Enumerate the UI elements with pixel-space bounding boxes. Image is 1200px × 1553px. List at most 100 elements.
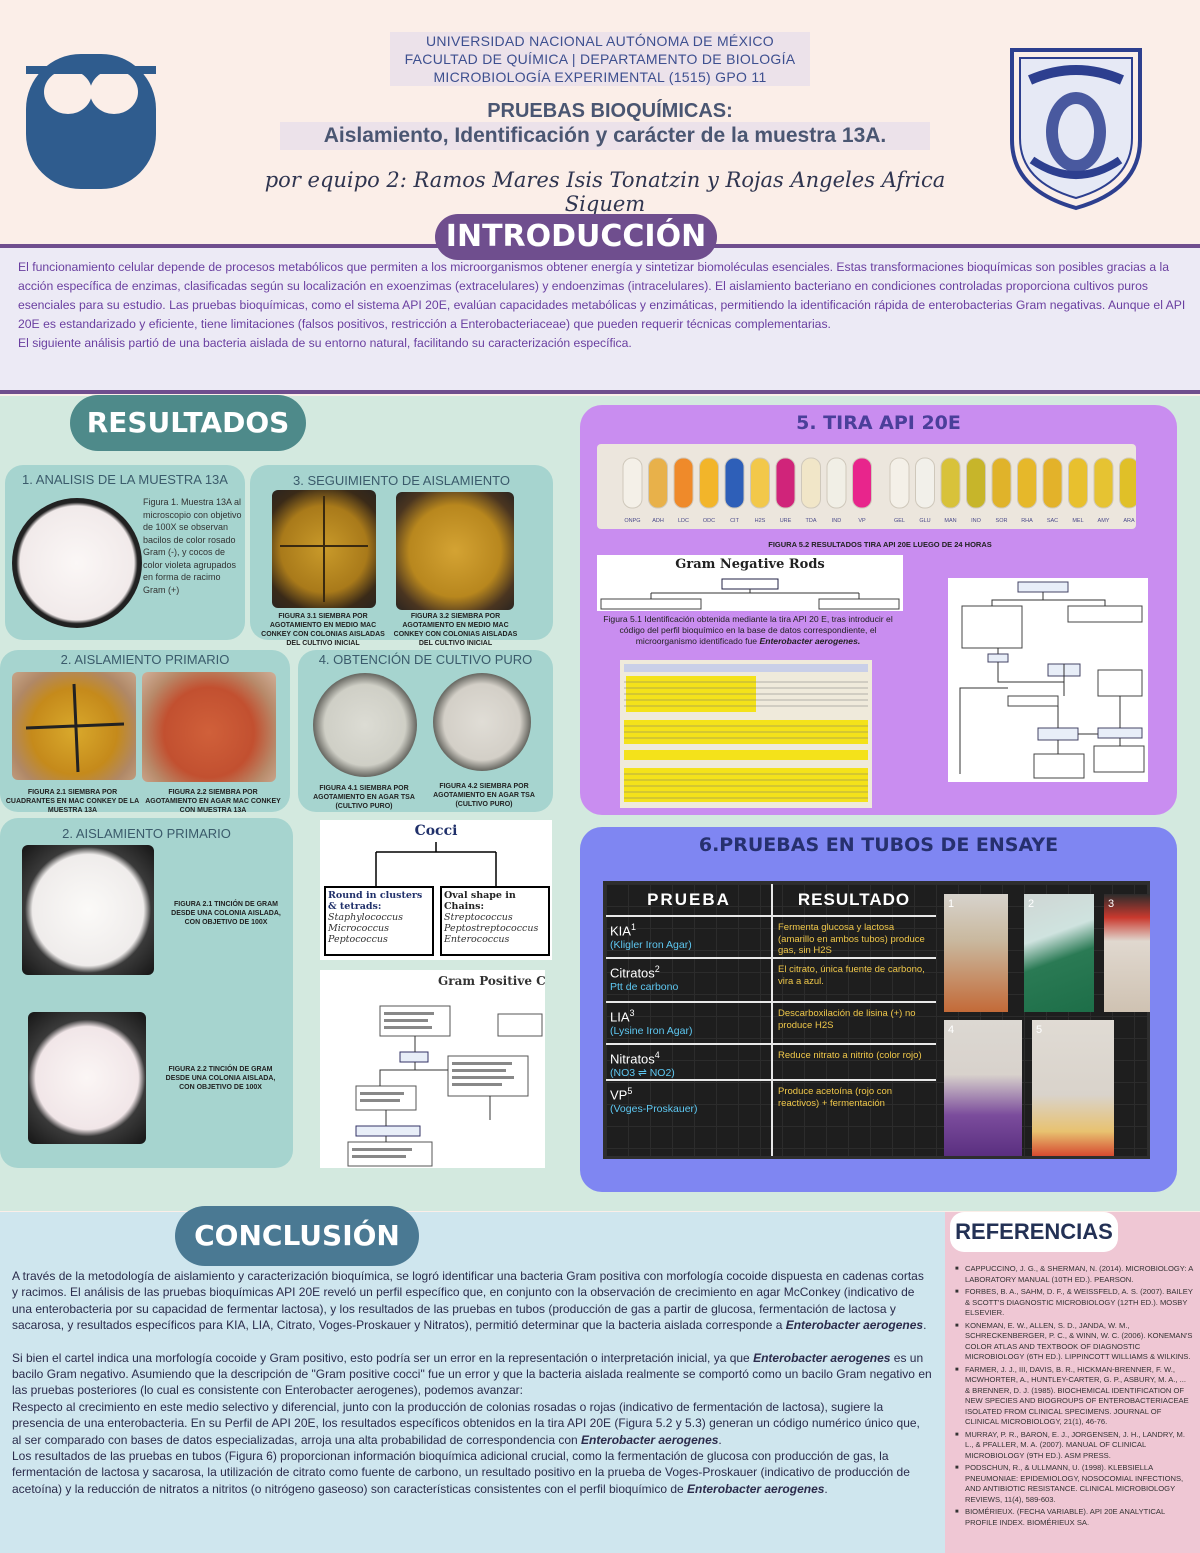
- api-cupule-label: SOR: [996, 518, 1008, 524]
- reference-item: FORBES, B. A., SAHM, D. F., & WEISSFELD,…: [955, 1287, 1193, 1319]
- figure-3-2-caption: FIGURA 3.2 SIEMBRA POR AGOTAMIENTO EN ME…: [393, 613, 518, 647]
- gram-negative-flowchart: Gram Negative Rods: [597, 555, 903, 611]
- tube-number-2: 2: [1028, 898, 1035, 910]
- reference-item: KONEMAN, E. W., ALLEN, S. D., JANDA, W. …: [955, 1321, 1193, 1363]
- conclusion-organism: Enterobacter aerogenes: [785, 1318, 924, 1333]
- test-name-cell: LIA3(Lysine Iron Agar): [610, 1006, 770, 1039]
- test-subtitle: (Lysine Iron Agar): [610, 1025, 693, 1038]
- reference-item: CAPPUCCINO, J. G., & SHERMAN, N. (2014).…: [955, 1264, 1193, 1285]
- tests-column-result: RESULTADO: [797, 890, 911, 909]
- conclusion-p3: Respecto al crecimiento en este medio se…: [12, 1399, 920, 1447]
- panel-isolation-followup-title: 3. SEGUIMIENTO DE AISLAMIENTO: [293, 473, 510, 488]
- petri-photo-2-2: [142, 672, 276, 782]
- cocci-round-box: Round in clusters & tetrads: Staphylococ…: [324, 886, 434, 956]
- api-cupule-label: AMY: [1098, 518, 1110, 524]
- conclusion-p4: Los resultados de las pruebas en tubos (…: [12, 1449, 910, 1496]
- test-number: 3: [629, 1008, 635, 1018]
- intro-paragraph-2: El siguiente análisis partió de una bact…: [18, 336, 632, 350]
- conclusion-heading: CONCLUSIÓN: [175, 1206, 419, 1266]
- api-cupule-label: ODC: [703, 518, 715, 524]
- tube-photo-lia: 3: [1104, 894, 1150, 1012]
- test-result: Reduce nitrato a nitrito (color rojo): [778, 1050, 922, 1061]
- panel-sample-analysis-title: 1. ANALISIS DE LA MUESTRA 13A: [22, 472, 228, 487]
- api-cupule-label: IND: [832, 518, 842, 524]
- api-cupule: [724, 457, 745, 509]
- api-cupule: [699, 457, 719, 509]
- test-name-cell: VP5 (Voges-Proskauer): [610, 1084, 770, 1117]
- api-cupule: [622, 457, 643, 509]
- api-cupule-label: ADH: [652, 518, 664, 524]
- api-cupule-label: URE: [780, 518, 792, 524]
- identification-flow-lines: [959, 581, 1145, 779]
- api-results-table-image: [620, 660, 872, 808]
- figure-4-1-caption: FIGURA 4.1 SIEMBRA POR AGOTAMIENTO EN AG…: [313, 785, 415, 810]
- cocci-round-item: Peptococcus: [328, 934, 388, 945]
- api-cupule: [991, 457, 1012, 509]
- cocci-oval-box: Oval shape in Chains: Streptococcus Pept…: [440, 886, 550, 956]
- cocci-round-heading: Round in clusters & tetrads:: [328, 890, 423, 912]
- tests-column-test: PRUEBA: [647, 890, 731, 909]
- conclusion-text: A través de la metodología de aislamient…: [12, 1269, 932, 1496]
- api-cupule: [826, 457, 847, 509]
- figure-5-1-organism: Enterobacter aerogenes.: [759, 636, 861, 646]
- api-cupule: [801, 457, 821, 509]
- reference-item: PODSCHUN, R., & ULLMANN, U. (1998). KLEB…: [955, 1463, 1193, 1505]
- petri-photo-4-2: [433, 673, 531, 771]
- university-name: UNIVERSIDAD NACIONAL AUTÓNOMA DE MÉXICO: [390, 32, 810, 50]
- api-cupule: [673, 457, 694, 509]
- test-result: El citrato, única fuente de carbono, vir…: [778, 964, 925, 987]
- figure-gram-2-caption: FIGURA 2.2 TINCIÓN DE GRAM DESDE UNA COL…: [165, 1066, 276, 1091]
- conclusion-organism: Enterobacter aerogenes: [687, 1481, 825, 1496]
- test-subtitle: (NO3 ⇌ NO2): [610, 1067, 675, 1080]
- test-result: Descarboxilación de lisina (+) no produc…: [778, 1008, 916, 1031]
- api-cupule: [966, 457, 986, 509]
- api-cupule: [1093, 457, 1114, 509]
- intro-text: El funcionamiento celular depende de pro…: [18, 258, 1193, 353]
- figure-5-2-caption: FIGURA 5.2 RESULTADOS TIRA API 20E LUEGO…: [768, 540, 992, 549]
- reference-item: FARMER, J. J., III, DAVIS, B. R., HICKMA…: [955, 1365, 1193, 1428]
- identification-flowchart: [948, 578, 1148, 782]
- gram-positive-flowchart: Gram Positive Co: [320, 970, 545, 1168]
- tube-number-3: 3: [1108, 898, 1115, 910]
- api-cupule-label: GLU: [919, 518, 930, 524]
- api-cupule: [1017, 457, 1037, 509]
- test-result: Fermenta glucosa y lactosa (amarillo en …: [778, 922, 925, 956]
- gram-positive-title: Gram Positive Co: [438, 974, 545, 988]
- cocci-diagram: Cocci Round in clusters & tetrads: Staph…: [320, 820, 552, 960]
- test-name: VP: [610, 1087, 628, 1103]
- panel-gram-stain-title: 2. AISLAMIENTO PRIMARIO: [62, 826, 231, 841]
- cocci-oval-item: Enterococcus: [444, 934, 510, 945]
- test-subtitle: (Voges-Proskauer): [610, 1103, 698, 1116]
- poster-subtitle: Aislamiento, Identificación y carácter d…: [280, 122, 930, 150]
- test-result: Produce acetoína (rojo con reactivos) + …: [778, 1086, 893, 1109]
- api-cupule-label: SAC: [1047, 518, 1058, 524]
- api-cupule: [1042, 457, 1063, 509]
- api-cupule-label: VP: [858, 518, 866, 524]
- api-cupule: [1068, 457, 1088, 509]
- references-heading: REFERENCIAS: [950, 1212, 1118, 1252]
- tube-number-5: 5: [1036, 1024, 1043, 1036]
- tube-photo-kia: 1: [944, 894, 1008, 1012]
- test-number: 2: [654, 964, 660, 974]
- results-heading: RESULTADOS: [70, 395, 306, 451]
- test-number: 1: [630, 922, 636, 932]
- conclusion-organism: Enterobacter aerogenes: [581, 1432, 719, 1447]
- api-cupule-label: INO: [971, 518, 982, 524]
- api-cupule: [1119, 457, 1139, 509]
- intro-heading: INTRODUCCIÓN: [435, 214, 717, 260]
- intro-section: [0, 244, 1200, 394]
- tests-table: PRUEBA RESULTADO KIA1(Kligler Iron Agar)…: [606, 884, 936, 1156]
- conclusion-section: [0, 1212, 945, 1553]
- faculty-name: FACULTAD DE QUÍMICA | DEPARTAMENTO DE BI…: [390, 50, 810, 68]
- intro-paragraph-1: El funcionamiento celular depende de pro…: [18, 260, 1186, 331]
- tube-number-4: 4: [948, 1024, 955, 1036]
- petri-photo-4-1: [313, 673, 417, 777]
- api-cupule: [940, 457, 961, 509]
- cocci-oval-item: Streptococcus: [444, 912, 513, 923]
- test-number: 5: [627, 1086, 633, 1096]
- figure-2-1-caption: FIGURA 2.1 SIEMBRA POR CUADRANTES EN MAC…: [5, 789, 140, 814]
- tests-heading: 6.PRUEBAS EN TUBOS DE ENSAYE: [698, 834, 1059, 856]
